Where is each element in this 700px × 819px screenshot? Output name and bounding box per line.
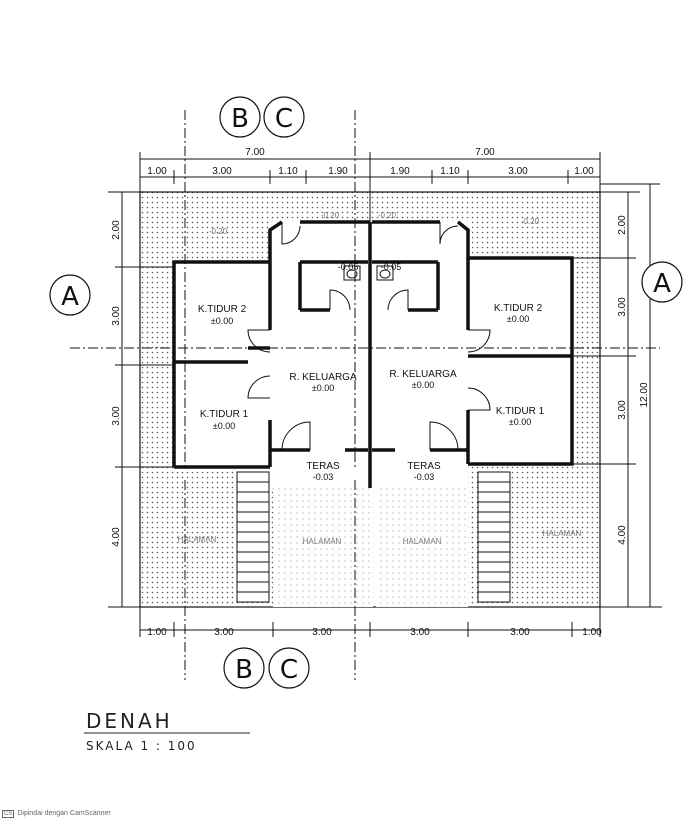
grid-bubble-top-b: B bbox=[219, 96, 261, 138]
grid-label: B bbox=[231, 104, 249, 134]
dimension-lines bbox=[108, 152, 662, 637]
dim-bottom-seg: 1.00 bbox=[582, 627, 602, 638]
dim-left-seg: 4.00 bbox=[111, 527, 122, 547]
room-right-family: R. KELUARGA bbox=[389, 369, 457, 380]
walls bbox=[172, 220, 574, 488]
room-right-bedroom-2: K.TIDUR 2 bbox=[494, 303, 543, 314]
dim-bottom-seg: 1.00 bbox=[147, 627, 167, 638]
house-interiors bbox=[174, 222, 572, 488]
yard-label: HALAMAN bbox=[178, 535, 217, 544]
level-label: ±0.00 bbox=[507, 314, 529, 324]
dim-top-seg: 1.90 bbox=[390, 166, 410, 177]
dim-left-seg: 3.00 bbox=[111, 306, 122, 326]
level-label: ±0.00 bbox=[213, 421, 235, 431]
dim-right-seg: 2.00 bbox=[617, 215, 628, 235]
dim-top-seg: 1.00 bbox=[147, 166, 167, 177]
dim-top-seg: 3.00 bbox=[212, 166, 232, 177]
drawing-title-text: DENAH bbox=[86, 709, 173, 733]
dim-right-seg: 3.00 bbox=[617, 400, 628, 420]
dim-top-seg: 3.00 bbox=[508, 166, 528, 177]
steps bbox=[236, 471, 511, 603]
dim-top-seg: 1.10 bbox=[278, 166, 298, 177]
level-label: -0.03 bbox=[313, 472, 334, 482]
dim-top-total-left: 7.00 bbox=[245, 147, 265, 158]
room-right-terrace: TERAS bbox=[407, 461, 441, 472]
dim-bottom-seg: 3.00 bbox=[214, 627, 234, 638]
dim-bottom-seg: 3.00 bbox=[410, 627, 430, 638]
drawing-title: DENAH SKALA 1 : 100 bbox=[84, 709, 250, 753]
dim-right-seg: 3.00 bbox=[617, 297, 628, 317]
level-label: ±0.00 bbox=[412, 380, 434, 390]
scanner-badge: CS bbox=[2, 810, 15, 818]
yard-label: HALAMAN bbox=[303, 537, 342, 546]
dim-top-seg: 1.90 bbox=[328, 166, 348, 177]
room-right-bedroom-1: K.TIDUR 1 bbox=[496, 406, 545, 417]
level-label: -0.03 bbox=[414, 472, 435, 482]
grid-label: A bbox=[653, 269, 671, 299]
dim-right-seg: 4.00 bbox=[617, 525, 628, 545]
level-label: ±0.00 bbox=[312, 383, 334, 393]
room-labels: K.TIDUR 2 ±0.00 K.TIDUR 1 ±0.00 R. KELUA… bbox=[178, 211, 582, 546]
grid-label: A bbox=[61, 282, 79, 312]
dim-right-total: 12.00 bbox=[639, 382, 650, 407]
level-label: ±0.00 bbox=[211, 316, 233, 326]
grid-bubble-left-a: A bbox=[49, 274, 91, 316]
grid-bubble-right-a: A bbox=[641, 261, 683, 303]
level-label: ±0.00 bbox=[509, 417, 531, 427]
room-left-family: R. KELUARGA bbox=[289, 372, 357, 383]
dim-bottom-seg: 3.00 bbox=[312, 627, 332, 638]
level-outside: -0.20 bbox=[209, 227, 228, 236]
level-outside: -0.20 bbox=[378, 211, 397, 220]
grid-bubble-bottom-b: B bbox=[223, 647, 265, 689]
grid-label: B bbox=[235, 655, 253, 685]
dimension-text: 7.00 7.00 1.00 3.00 1.10 1.90 1.90 1.10 … bbox=[111, 147, 650, 638]
level-bath-right: -0.05 bbox=[381, 262, 402, 272]
yard-label: HALAMAN bbox=[543, 529, 582, 538]
room-left-bedroom-1: K.TIDUR 1 bbox=[200, 409, 249, 420]
grid-label: C bbox=[280, 655, 298, 685]
dim-top-seg: 1.00 bbox=[574, 166, 594, 177]
grid-axis-lines bbox=[70, 110, 660, 680]
dim-left-seg: 2.00 bbox=[111, 220, 122, 240]
level-outside: -0.20 bbox=[521, 217, 540, 226]
toilet-fixtures bbox=[343, 265, 394, 281]
dim-bottom-seg: 3.00 bbox=[510, 627, 530, 638]
room-left-bedroom-2: K.TIDUR 2 bbox=[198, 304, 247, 315]
grid-bubble-bottom-c: C bbox=[268, 647, 310, 689]
level-bath-left: -0.05 bbox=[338, 262, 359, 272]
dim-left-seg: 3.00 bbox=[111, 406, 122, 426]
grid-label: C bbox=[275, 104, 293, 134]
scanner-text: Dipindai dengan CamScanner bbox=[17, 810, 111, 817]
level-outside: -0.20 bbox=[321, 211, 340, 220]
room-left-terrace: TERAS bbox=[306, 461, 340, 472]
dim-top-total-right: 7.00 bbox=[475, 147, 495, 158]
door-swings bbox=[247, 222, 491, 451]
drawing-scale-text: SKALA 1 : 100 bbox=[86, 739, 197, 753]
grid-bubble-top-c: C bbox=[263, 96, 305, 138]
yard-label: HALAMAN bbox=[403, 537, 442, 546]
dim-top-seg: 1.10 bbox=[440, 166, 460, 177]
